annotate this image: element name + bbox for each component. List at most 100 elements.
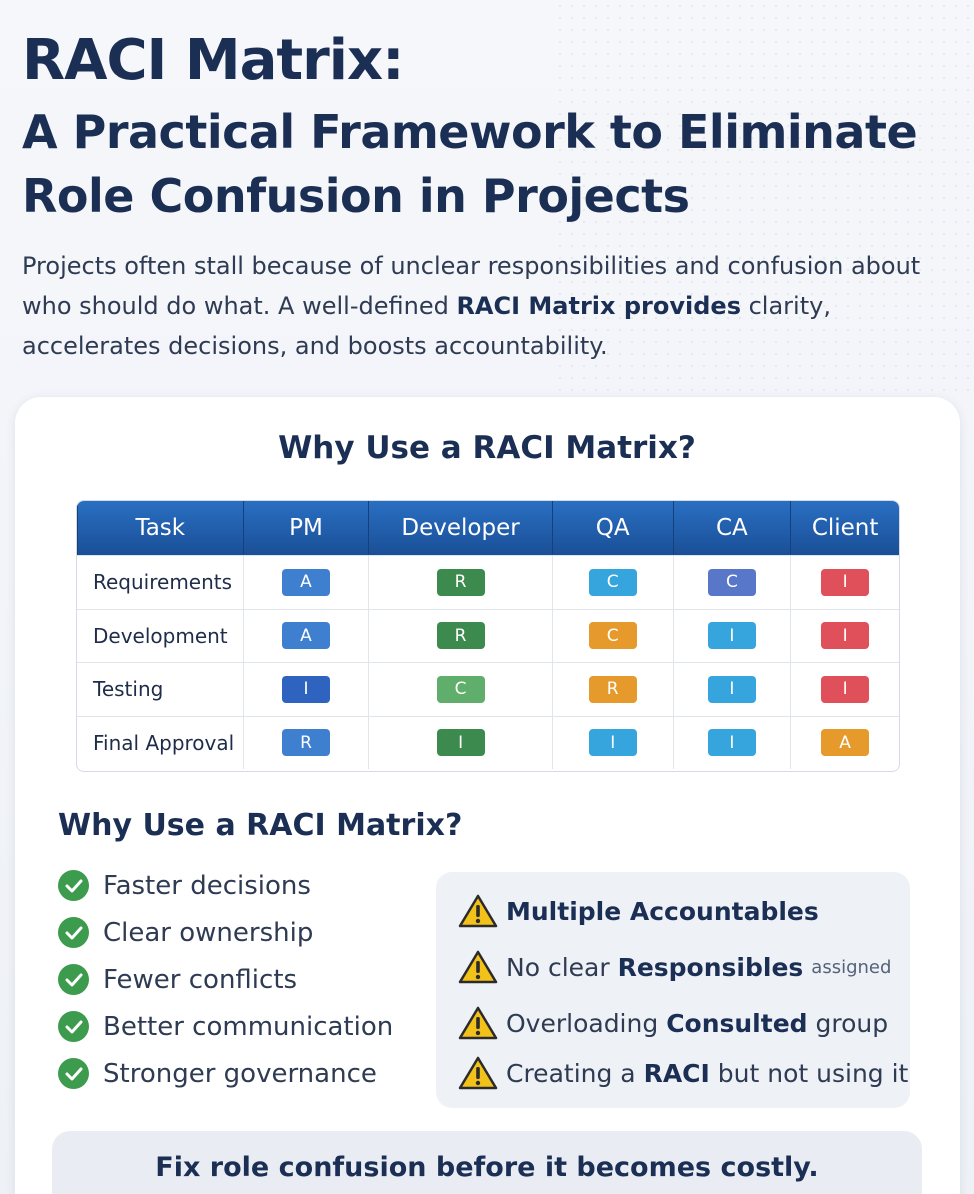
table-row: Development A R C I I (77, 608, 899, 662)
role-cell: I (790, 663, 899, 716)
warning-icon (458, 1056, 498, 1090)
pitfall-note: assigned (811, 956, 892, 978)
role-cell: I (672, 716, 791, 769)
pitfall-bold: Responsibles (617, 952, 804, 982)
role-cell: C (551, 556, 673, 609)
pitfall-bold: Multiple Accountables (506, 896, 819, 926)
raci-badge: I (821, 568, 870, 596)
role-cell: I (672, 663, 791, 716)
table-row: Final Approval R I I I A (77, 715, 899, 769)
raci-badge: A (281, 568, 330, 596)
column-header-pm: PM (242, 501, 369, 555)
role-cell: C (551, 609, 673, 662)
table-row: Requirements A R C C I (77, 555, 899, 609)
intro-paragraph: Projects often stall because of unclear … (22, 246, 952, 366)
column-header-client: Client (790, 501, 899, 555)
raci-badge: I (821, 675, 870, 703)
footer-text: Fix role confusion before it becomes cos… (155, 1152, 819, 1183)
benefits-list: Faster decisions Clear ownership Fewer c… (58, 862, 393, 1097)
benefit-label: Stronger governance (103, 1058, 377, 1089)
pitfall-bold: RACI (643, 1058, 710, 1088)
raci-badge: C (436, 675, 485, 703)
role-cell: I (790, 609, 899, 662)
dot-pattern (554, 0, 974, 400)
pitfall-suffix: group (815, 1008, 889, 1038)
role-cell: I (368, 716, 552, 769)
list-item: Better communication (58, 1003, 393, 1050)
list-item: No clear Responsibles assigned (458, 950, 891, 984)
raci-badge: C (707, 568, 756, 596)
table-row: Testing I C R I I (77, 662, 899, 716)
list-item: Fewer conflicts (58, 956, 393, 1003)
benefit-label: Better communication (103, 1011, 394, 1042)
raci-badge: A (281, 622, 330, 650)
raci-badge: I (707, 622, 756, 650)
check-circle-icon (58, 917, 89, 948)
role-cell: C (368, 663, 552, 716)
role-cell: I (242, 663, 369, 716)
column-header-task: Task (77, 501, 243, 555)
page-subtitle: A Practical Framework to Eliminate Role … (22, 105, 918, 223)
raci-badge: I (821, 622, 870, 650)
pitfalls-panel: Multiple Accountables No clear Responsib… (436, 872, 910, 1108)
role-cell: R (368, 609, 552, 662)
warning-icon (458, 1006, 498, 1040)
benefit-label: Fewer conflicts (103, 964, 298, 995)
list-item: Creating a RACI but not using it (458, 1056, 908, 1090)
raci-badge: I (707, 675, 756, 703)
raci-badge: I (281, 675, 330, 703)
task-cell: Testing (93, 677, 164, 702)
matrix-title: Why Use a RACI Matrix? (278, 430, 696, 466)
column-header-ca: CA (672, 501, 791, 555)
list-item: Stronger governance (58, 1050, 393, 1097)
check-circle-icon (58, 1011, 89, 1042)
list-item: Clear ownership (58, 909, 393, 956)
list-item: Multiple Accountables (458, 894, 819, 928)
role-cell: A (790, 716, 899, 769)
raci-badge: R (436, 568, 485, 596)
raci-badge: R (281, 729, 330, 757)
matrix-header-row: Task PM Developer QA CA Client (77, 501, 899, 555)
role-cell: A (242, 556, 369, 609)
raci-badge: A (821, 729, 870, 757)
raci-badge: I (588, 729, 637, 757)
role-cell: R (551, 663, 673, 716)
raci-matrix-table: Task PM Developer QA CA Client Requireme… (76, 500, 900, 772)
role-cell: A (242, 609, 369, 662)
warning-icon (458, 950, 498, 984)
raci-badge: C (588, 622, 637, 650)
check-circle-icon (58, 1058, 89, 1089)
role-cell: C (672, 556, 791, 609)
pitfall-prefix: Overloading (506, 1008, 659, 1038)
pitfall-bold: Consulted (666, 1008, 808, 1038)
check-circle-icon (58, 964, 89, 995)
task-cell: Requirements (93, 570, 233, 595)
raci-badge: I (707, 729, 756, 757)
task-cell: Development (93, 623, 228, 648)
benefits-title: Why Use a RACI Matrix? (58, 808, 463, 843)
column-header-qa: QA (551, 501, 673, 555)
intro-text-end: clarity, accelerates decisions, and boos… (22, 292, 831, 360)
footer-banner (52, 1131, 922, 1194)
pitfall-prefix: Creating a (506, 1058, 636, 1088)
page-title: RACI Matrix: (22, 28, 405, 93)
role-cell: R (368, 556, 552, 609)
benefit-label: Faster decisions (103, 870, 311, 901)
pitfall-prefix: No clear (506, 952, 610, 982)
intro-text-start: Projects often stall because of unclear … (22, 252, 921, 320)
role-cell: I (672, 609, 791, 662)
benefit-label: Clear ownership (103, 917, 314, 948)
pitfall-suffix: but not using it (717, 1058, 909, 1088)
role-cell: I (790, 556, 899, 609)
role-cell: I (551, 716, 673, 769)
raci-badge: C (588, 568, 637, 596)
role-cell: R (242, 716, 369, 769)
raci-badge: R (588, 675, 637, 703)
check-circle-icon (58, 870, 89, 901)
list-item: Overloading Consulted group (458, 1006, 888, 1040)
list-item: Faster decisions (58, 862, 393, 909)
raci-badge: R (436, 622, 485, 650)
warning-icon (458, 894, 498, 928)
task-cell: Final Approval (93, 730, 235, 755)
